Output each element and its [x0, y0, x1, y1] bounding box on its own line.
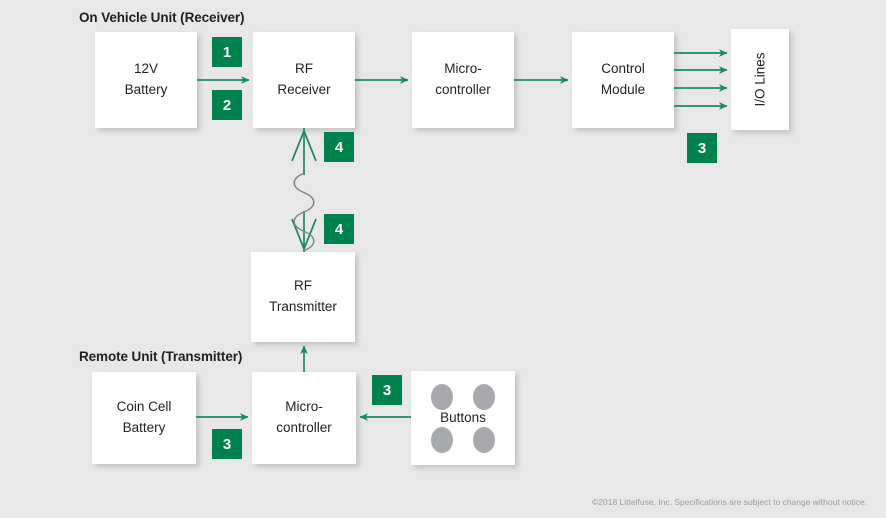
node-coin-cell-battery-line2: Battery [122, 420, 166, 435]
node-microcontroller-receiver[interactable]: Micro- controller [412, 32, 514, 128]
node-microcontroller-transmitter-line1: Micro- [285, 399, 323, 415]
node-rf-transmitter-line2: Transmitter [269, 299, 337, 314]
node-io-lines[interactable]: I/O Lines [731, 29, 789, 130]
footer-copyright: ©2018 Littelfuse, Inc. Specifications ar… [592, 497, 868, 507]
node-microcontroller-transmitter-line2: controller [276, 420, 332, 435]
section-title-transmitter: Remote Unit (Transmitter) [79, 349, 243, 364]
node-coin-cell-battery-line1: Coin Cell [116, 399, 172, 415]
badge-3-buttons[interactable]: 3 [372, 375, 402, 405]
badge-2[interactable]: 2 [212, 90, 242, 120]
antenna-receiver-right [303, 130, 317, 162]
node-12v-battery-line1: 12V [133, 61, 159, 77]
node-control-module[interactable]: Control Module [572, 32, 674, 128]
node-12v-battery-line2: Battery [124, 82, 168, 97]
node-microcontroller-receiver-line1: Micro- [444, 61, 482, 77]
node-rf-receiver-line2: Receiver [277, 82, 331, 97]
badge-1[interactable]: 1 [212, 37, 242, 67]
button-dot-bottom-right[interactable] [473, 427, 495, 453]
node-microcontroller-receiver-line2: controller [435, 82, 491, 97]
button-dot-top-right[interactable] [473, 384, 495, 410]
node-coin-cell-battery[interactable]: Coin Cell Battery [92, 372, 196, 464]
badge-3-control-module[interactable]: 3 [687, 133, 717, 163]
rf-wireless-squiggle [293, 172, 315, 252]
node-12v-battery[interactable]: 12V Battery [95, 32, 197, 128]
antenna-transmitter-right [303, 218, 317, 250]
badge-3-coin-cell[interactable]: 3 [212, 429, 242, 459]
antenna-receiver-left [291, 130, 305, 162]
button-dot-bottom-left[interactable] [431, 427, 453, 453]
badge-4-upper[interactable]: 4 [324, 132, 354, 162]
node-buttons-label: Buttons [440, 410, 486, 425]
button-dot-top-left[interactable] [431, 384, 453, 410]
section-title-receiver: On Vehicle Unit (Receiver) [79, 10, 245, 25]
antenna-transmitter-left [291, 218, 305, 250]
node-rf-receiver-line1: RF [295, 61, 313, 77]
node-rf-transmitter[interactable]: RF Transmitter [251, 252, 355, 342]
node-control-module-line1: Control [601, 61, 645, 77]
node-buttons[interactable]: Buttons [411, 371, 515, 465]
node-rf-receiver[interactable]: RF Receiver [253, 32, 355, 128]
node-rf-transmitter-line1: RF [294, 278, 312, 294]
node-microcontroller-transmitter[interactable]: Micro- controller [252, 372, 356, 464]
node-io-lines-label: I/O Lines [752, 52, 768, 107]
badge-4-lower[interactable]: 4 [324, 214, 354, 244]
node-control-module-line2: Module [600, 82, 646, 97]
